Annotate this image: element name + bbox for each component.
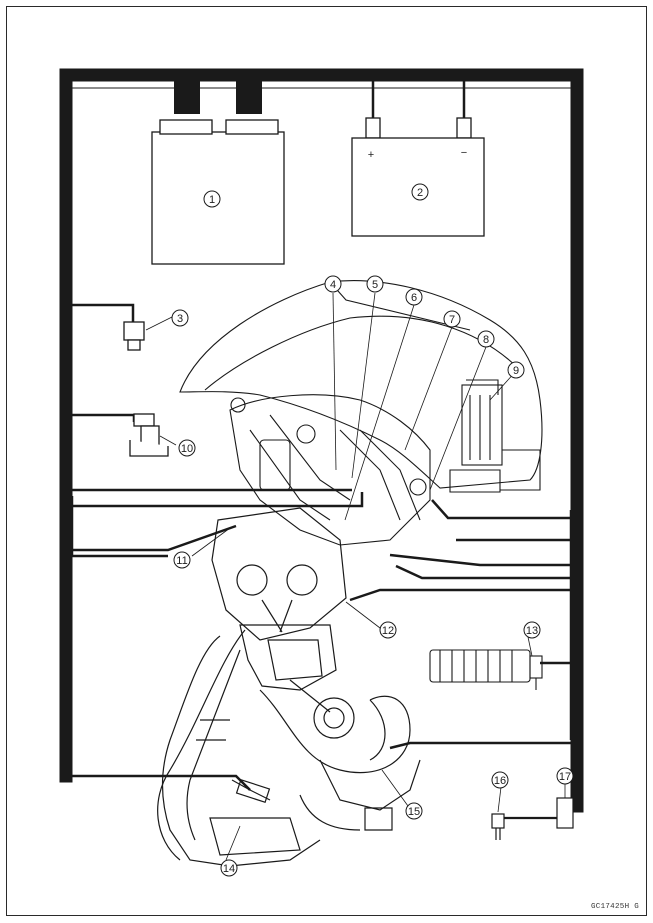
callout-circle-7 — [443, 310, 461, 328]
callout-7: 7 — [443, 310, 461, 328]
ecu-unit — [151, 119, 285, 265]
fuel-tank — [179, 280, 543, 489]
callout-circle-12 — [379, 621, 397, 639]
callout-6: 6 — [405, 288, 423, 306]
callout-circle-10 — [178, 439, 196, 457]
callout-label-8: 8 — [483, 334, 489, 346]
callout-label-14: 14 — [223, 863, 235, 875]
callout-13: 13 — [523, 621, 541, 639]
callout-label-10: 10 — [181, 443, 193, 455]
callout-label-9: 9 — [513, 365, 519, 377]
callout-circle-6 — [405, 288, 423, 306]
callout-circle-2 — [411, 183, 429, 201]
callout-label-2: 2 — [417, 187, 423, 199]
figure-code: GC17425H G — [591, 903, 639, 911]
valve-10 — [129, 413, 169, 457]
fuel-pump — [449, 379, 541, 493]
throttle-body — [229, 394, 431, 546]
callout-8: 8 — [477, 330, 495, 348]
callout-label-1: 1 — [209, 194, 215, 206]
ecu-harness-connectors — [174, 80, 262, 114]
battery-minus-label: − — [461, 147, 467, 159]
callout-label-11: 11 — [176, 555, 187, 567]
battery — [351, 80, 485, 237]
callout-label-3: 3 — [177, 313, 183, 325]
callout-label-12: 12 — [382, 625, 394, 637]
callout-circle-5 — [366, 275, 384, 293]
callout-circle-8 — [477, 330, 495, 348]
sensor-16-17-wire — [504, 804, 577, 820]
callout-circle-4 — [324, 275, 342, 293]
callout-4: 4 — [324, 275, 342, 293]
callout-circle-14 — [220, 859, 238, 877]
engine-harness-leads — [70, 488, 571, 791]
callout-label-16: 16 — [494, 775, 506, 787]
crankshaft-13 — [429, 649, 543, 690]
callout-circle-3 — [171, 309, 189, 327]
callout-17: 17 — [556, 767, 574, 785]
callout-15: 15 — [405, 802, 423, 820]
sensor-16 — [491, 813, 505, 840]
callout-1: 1 — [203, 190, 221, 208]
callout-circle-11 — [173, 551, 191, 569]
engine-block — [211, 507, 411, 774]
callout-circle-1 — [203, 190, 221, 208]
sensor-connector-3 — [123, 321, 145, 351]
callout-circle-9 — [507, 361, 525, 379]
callout-label-7: 7 — [449, 314, 455, 326]
callout-2: 2 — [411, 183, 429, 201]
callout-label-13: 13 — [526, 625, 538, 637]
callout-3: 3 — [171, 309, 189, 327]
exhaust-pipe — [157, 629, 301, 861]
crankcase — [161, 635, 421, 867]
callout-label-4: 4 — [330, 279, 336, 291]
callout-label-17: 17 — [559, 771, 571, 783]
callout-label-5: 5 — [372, 279, 378, 291]
callout-16: 16 — [491, 771, 509, 789]
callout-circle-17 — [556, 767, 574, 785]
callout-label-15: 15 — [408, 806, 420, 818]
callout-circle-16 — [491, 771, 509, 789]
callout-5: 5 — [366, 275, 384, 293]
module-17 — [556, 797, 574, 829]
callout-label-6: 6 — [411, 292, 417, 304]
callout-circle-15 — [405, 802, 423, 820]
battery-plus-label: + — [368, 149, 374, 161]
figure-code-id: GC17425H — [590, 903, 630, 911]
diagram-frame — [6, 6, 647, 916]
callout-10: 10 — [178, 439, 196, 457]
callout-9: 9 — [507, 361, 525, 379]
callout-circle-13 — [523, 621, 541, 639]
callout-14: 14 — [220, 859, 238, 877]
harness-outline — [59, 68, 584, 813]
figure-code-suffix: G — [634, 903, 639, 911]
callout-11: 11 — [173, 551, 191, 569]
callout-12: 12 — [379, 621, 397, 639]
